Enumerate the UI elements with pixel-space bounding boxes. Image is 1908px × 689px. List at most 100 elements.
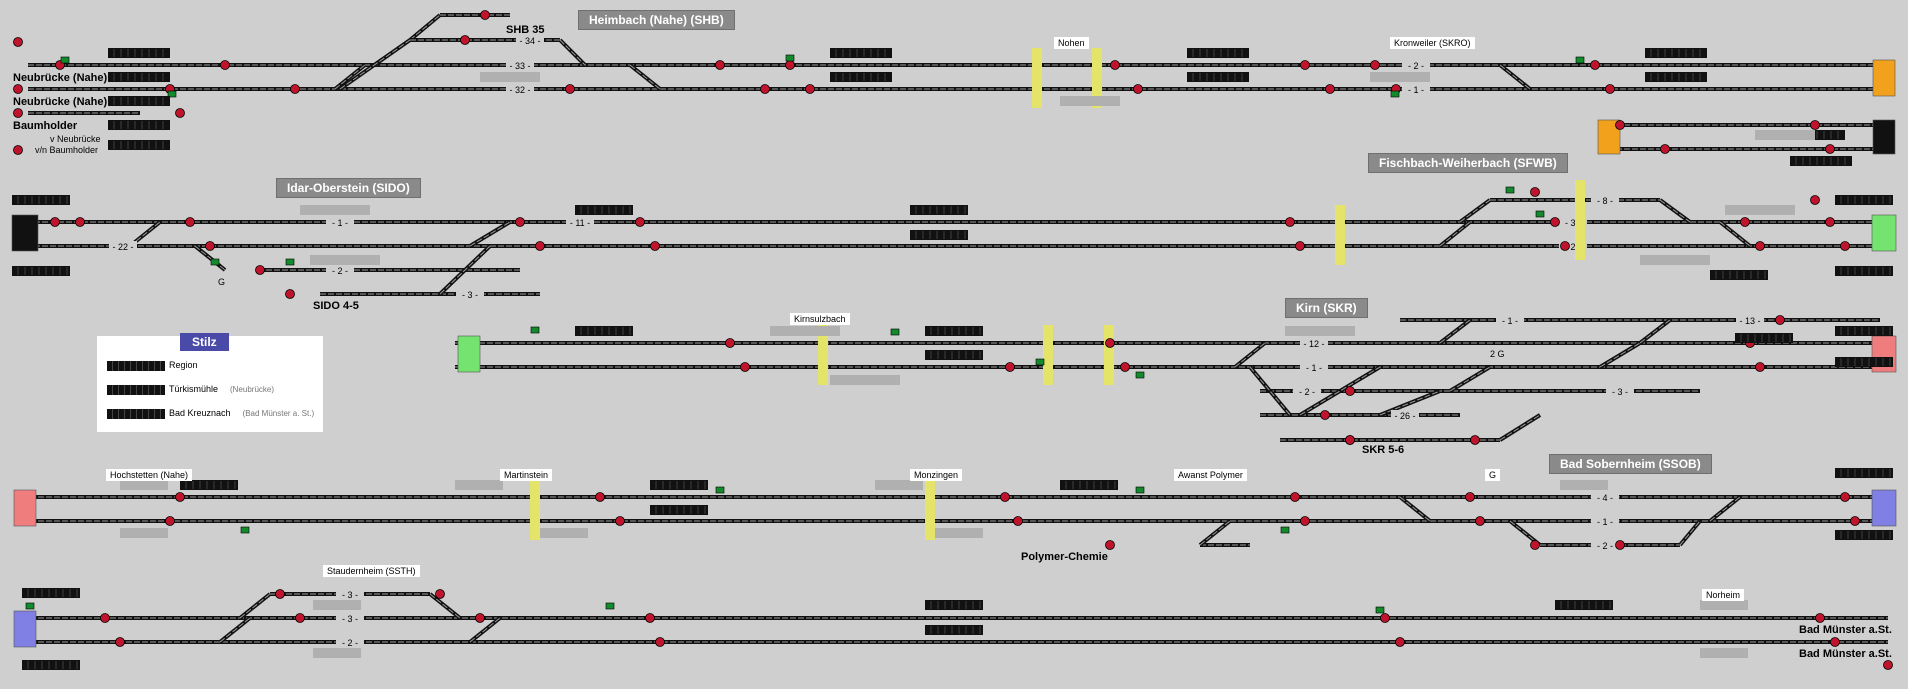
signal-icon[interactable]: [785, 60, 795, 70]
signal-icon[interactable]: [1475, 516, 1485, 526]
signal-icon[interactable]: [1815, 613, 1825, 623]
signal-icon[interactable]: [1560, 241, 1570, 251]
signal-icon[interactable]: [650, 241, 660, 251]
station-bad-sobernheim[interactable]: Bad Sobernheim (SSOB): [1549, 454, 1712, 474]
signal-icon[interactable]: [100, 613, 110, 623]
signal-icon[interactable]: [255, 265, 265, 275]
signal-icon[interactable]: [565, 84, 575, 94]
signal-icon[interactable]: [285, 289, 295, 299]
signal-icon[interactable]: [1850, 516, 1860, 526]
signal-icon[interactable]: [535, 241, 545, 251]
signal-icon[interactable]: [595, 492, 605, 502]
signal-icon[interactable]: [290, 84, 300, 94]
signal-icon[interactable]: [205, 241, 215, 251]
signal-icon[interactable]: [1755, 362, 1765, 372]
exit-marker[interactable]: [11, 214, 39, 252]
signal-green-icon[interactable]: [210, 258, 220, 266]
signal-icon[interactable]: [1550, 217, 1560, 227]
signal-icon[interactable]: [1470, 435, 1480, 445]
signal-icon[interactable]: [175, 108, 185, 118]
exit-marker[interactable]: [1872, 59, 1896, 97]
signal-icon[interactable]: [1810, 195, 1820, 205]
signal-icon[interactable]: [1883, 660, 1893, 670]
signal-green-icon[interactable]: [1135, 371, 1145, 379]
signal-icon[interactable]: [655, 637, 665, 647]
exit-marker[interactable]: [13, 610, 37, 648]
signal-icon[interactable]: [1133, 84, 1143, 94]
signal-icon[interactable]: [1825, 217, 1835, 227]
signal-icon[interactable]: [1615, 540, 1625, 550]
signal-green-icon[interactable]: [25, 602, 35, 610]
signal-icon[interactable]: [1290, 492, 1300, 502]
signal-icon[interactable]: [1605, 84, 1615, 94]
signal-icon[interactable]: [515, 217, 525, 227]
signal-green-icon[interactable]: [890, 328, 900, 336]
signal-green-icon[interactable]: [605, 602, 615, 610]
signal-icon[interactable]: [1825, 144, 1835, 154]
signal-icon[interactable]: [13, 108, 23, 118]
signal-green-icon[interactable]: [167, 90, 177, 98]
signal-icon[interactable]: [165, 516, 175, 526]
signal-icon[interactable]: [1345, 435, 1355, 445]
signal-icon[interactable]: [1345, 386, 1355, 396]
station-heimbach[interactable]: Heimbach (Nahe) (SHB): [578, 10, 735, 30]
signal-icon[interactable]: [480, 10, 490, 20]
signal-icon[interactable]: [115, 637, 125, 647]
signal-icon[interactable]: [1660, 144, 1670, 154]
exit-marker[interactable]: [457, 335, 481, 373]
signal-icon[interactable]: [1000, 492, 1010, 502]
signal-icon[interactable]: [1300, 516, 1310, 526]
signal-green-icon[interactable]: [1375, 606, 1385, 614]
signal-icon[interactable]: [1110, 60, 1120, 70]
signal-green-icon[interactable]: [1575, 56, 1585, 64]
signal-icon[interactable]: [460, 35, 470, 45]
signal-icon[interactable]: [1840, 492, 1850, 502]
signal-icon[interactable]: [740, 362, 750, 372]
exit-marker[interactable]: [1872, 119, 1896, 155]
signal-icon[interactable]: [1530, 187, 1540, 197]
signal-icon[interactable]: [1465, 492, 1475, 502]
exit-marker[interactable]: [1871, 214, 1897, 252]
signal-icon[interactable]: [1105, 338, 1115, 348]
signal-icon[interactable]: [175, 492, 185, 502]
signal-icon[interactable]: [220, 60, 230, 70]
signal-icon[interactable]: [475, 613, 485, 623]
signal-icon[interactable]: [1755, 241, 1765, 251]
signal-icon[interactable]: [1830, 637, 1840, 647]
signal-icon[interactable]: [1370, 60, 1380, 70]
signal-icon[interactable]: [1590, 60, 1600, 70]
signal-icon[interactable]: [435, 589, 445, 599]
signal-icon[interactable]: [1013, 516, 1023, 526]
signal-icon[interactable]: [1300, 60, 1310, 70]
signal-icon[interactable]: [1320, 410, 1330, 420]
signal-icon[interactable]: [1105, 540, 1115, 550]
signal-green-icon[interactable]: [1135, 486, 1145, 494]
signal-green-icon[interactable]: [1390, 90, 1400, 98]
signal-icon[interactable]: [1285, 217, 1295, 227]
signal-green-icon[interactable]: [1535, 210, 1545, 218]
station-fischbach[interactable]: Fischbach-Weiherbach (SFWB): [1368, 153, 1568, 173]
signal-icon[interactable]: [1380, 613, 1390, 623]
signal-green-icon[interactable]: [1505, 186, 1515, 194]
signal-icon[interactable]: [615, 516, 625, 526]
signal-icon[interactable]: [1775, 315, 1785, 325]
signal-icon[interactable]: [1740, 217, 1750, 227]
station-kirn[interactable]: Kirn (SKR): [1285, 298, 1368, 318]
signal-icon[interactable]: [50, 217, 60, 227]
signal-icon[interactable]: [1395, 637, 1405, 647]
signal-green-icon[interactable]: [715, 486, 725, 494]
signal-icon[interactable]: [1810, 120, 1820, 130]
signal-green-icon[interactable]: [285, 258, 295, 266]
signal-icon[interactable]: [1120, 362, 1130, 372]
signal-icon[interactable]: [760, 84, 770, 94]
signal-icon[interactable]: [275, 589, 285, 599]
signal-icon[interactable]: [645, 613, 655, 623]
signal-icon[interactable]: [635, 217, 645, 227]
signal-green-icon[interactable]: [60, 56, 70, 64]
signal-icon[interactable]: [13, 84, 23, 94]
signal-icon[interactable]: [185, 217, 195, 227]
signal-icon[interactable]: [715, 60, 725, 70]
station-idar-oberstein[interactable]: Idar-Oberstein (SIDO): [276, 178, 421, 198]
signal-icon[interactable]: [75, 217, 85, 227]
signal-icon[interactable]: [725, 338, 735, 348]
